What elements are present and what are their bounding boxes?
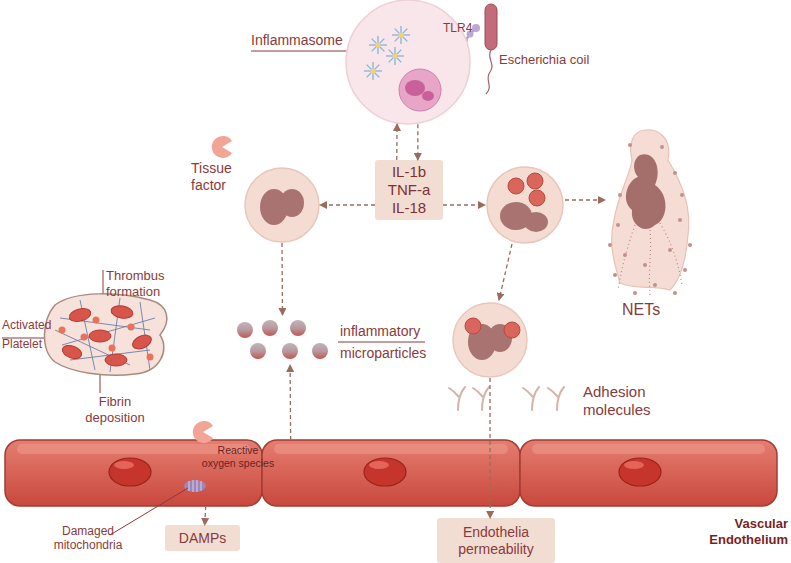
activated-neutrophil-shape	[452, 302, 528, 378]
tissue-factor-cell-shape	[244, 167, 320, 243]
bacterium	[485, 4, 497, 94]
nets-illustration-shape	[600, 125, 695, 325]
callout-label: Damaged mitochondria	[46, 524, 130, 553]
node-text: NETs	[622, 300, 660, 319]
callout-label: Reactive oxygen species	[200, 444, 276, 469]
node-text: Tissue factor	[191, 160, 243, 194]
node-text: IL-1b TNF-a IL-18	[379, 163, 439, 217]
node-text: Inflammasome	[251, 32, 343, 49]
node-text: DAMPs	[179, 530, 226, 547]
permeability-box: Endothelia permeability	[437, 518, 555, 563]
node-text: Endothelia permeability	[449, 524, 544, 558]
node-text: inflammatory microparticles	[340, 320, 430, 364]
dashed-arrow	[289, 365, 291, 440]
endothelium-band-shape	[5, 440, 777, 506]
thrombus	[44, 294, 166, 375]
dashed-arrow	[204, 506, 206, 525]
layout-arrows	[443, 200, 605, 300]
tissue-factor-cell: Tissue factor	[244, 167, 320, 243]
node-text: Adhesion molecules	[583, 383, 658, 419]
callout-label: Escherichia coil	[499, 52, 589, 68]
cytokine-box: IL-1b TNF-a IL-18	[375, 160, 443, 220]
callout-label: Thrombus formation	[106, 268, 176, 299]
nets-illustration: NETs	[600, 125, 695, 325]
dashed-arrow	[489, 378, 490, 518]
activated-neutrophil: Adhesion molecules	[452, 302, 528, 378]
adhesion-molecules	[449, 387, 564, 410]
dashed-arrow	[417, 124, 418, 160]
endothelium-band: Vascular Endothelium	[5, 440, 777, 506]
macrophage-cell: Inflammasome	[345, 0, 471, 125]
leader-lines	[2, 51, 378, 393]
node-text: Vascular Endothelium	[698, 516, 788, 547]
callout-label: Activated Platelet	[2, 316, 58, 353]
dashed-arrow	[320, 204, 375, 205]
tissue-factor-icon	[212, 136, 232, 158]
dashed-arrow	[396, 124, 398, 160]
callout-label: Fibrin deposition	[80, 394, 150, 425]
callout-label: TLR4	[443, 21, 472, 35]
dashed-arrow	[281, 243, 283, 315]
macrophage-cell-shape	[345, 0, 471, 125]
neutrophil-cell	[487, 167, 563, 243]
damps-box: DAMPs	[165, 525, 240, 551]
microparticles: inflammatory microparticles	[235, 315, 425, 365]
